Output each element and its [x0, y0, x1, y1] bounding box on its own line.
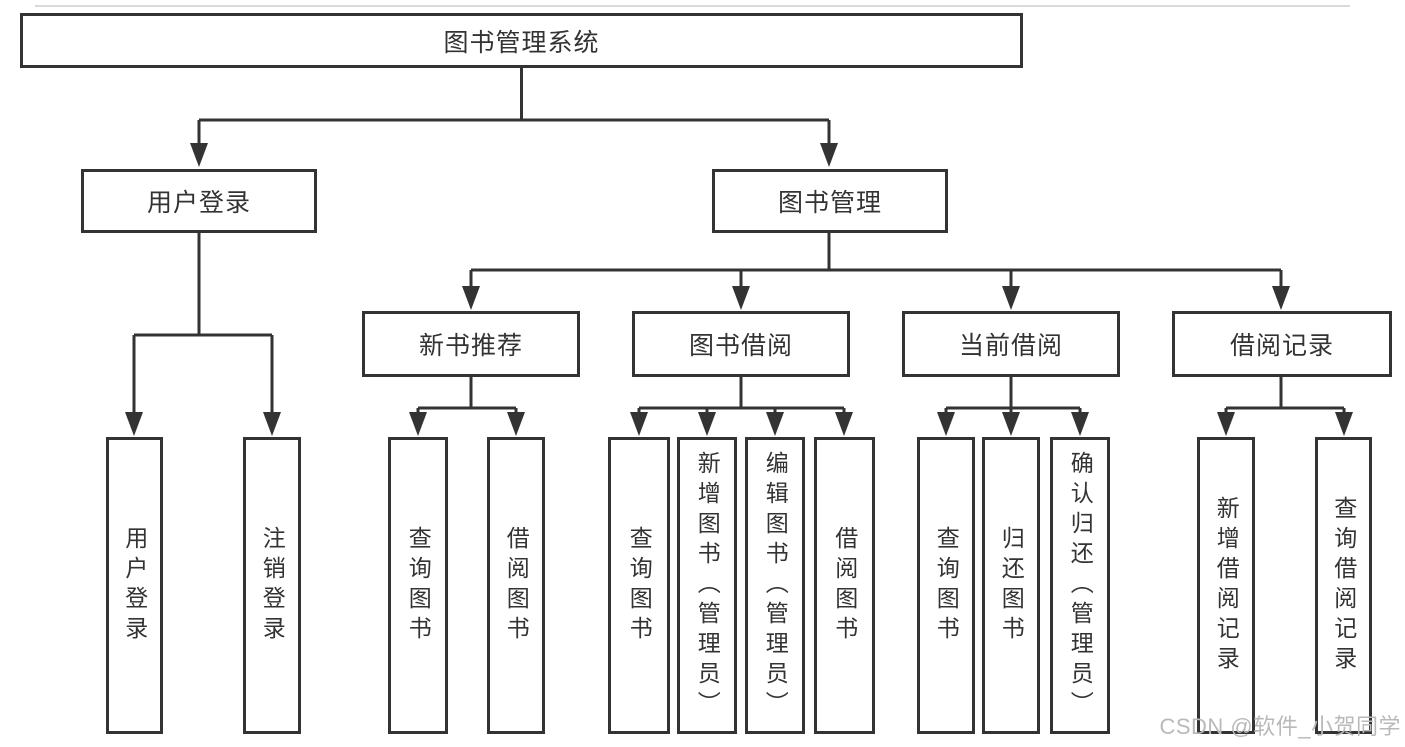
node-label: 图书管理系统: [443, 28, 600, 57]
leaf-label: 查询借阅记录: [1330, 495, 1357, 676]
node-label: 用户登录: [146, 189, 251, 217]
arrow-down-icon: [937, 412, 955, 436]
leaf-label: 新增图书（管理员）: [694, 450, 721, 721]
leaf-query-books-current: 查询图书: [917, 437, 975, 734]
arrow-down-icon: [1071, 412, 1089, 436]
leaf-return-books: 归还图书: [982, 437, 1040, 734]
arrow-down-icon: [125, 412, 143, 436]
node-label: 图书借阅: [688, 332, 793, 360]
arrow-down-icon: [732, 286, 750, 310]
leaf-label: 编辑图书（管理员）: [762, 450, 789, 721]
csdn-watermark: CSDN @软件_小贺同学: [1159, 714, 1401, 739]
leaf-query-borrowing-record: 查询借阅记录: [1315, 437, 1372, 734]
arrow-down-icon: [462, 286, 480, 310]
arrow-down-icon: [1217, 412, 1235, 436]
top-divider: [35, 5, 1350, 7]
arrow-down-icon: [835, 412, 853, 436]
leaf-label: 查询图书: [933, 525, 960, 646]
connector-newbook-to-leaves: [416, 377, 518, 420]
node-borrowing-records: 借阅记录: [1172, 311, 1392, 377]
arrow-down-icon: [409, 412, 427, 436]
connector-userlogin-to-leaves: [132, 233, 274, 420]
node-current-borrowing: 当前借阅: [902, 311, 1120, 377]
node-label: 当前借阅: [958, 332, 1063, 360]
connector-root-to-level1: [197, 68, 831, 152]
leaf-label: 用户登录: [121, 525, 148, 646]
leaf-query-books-recommend: 查询图书: [388, 437, 448, 734]
leaf-add-books-admin: 新增图书（管理员）: [677, 437, 737, 734]
leaf-label: 借阅图书: [503, 525, 530, 646]
arrow-down-icon: [766, 412, 784, 436]
leaf-edit-books-admin: 编辑图书（管理员）: [745, 437, 805, 734]
arrow-down-icon: [1335, 412, 1353, 436]
leaf-user-login: 用户登录: [106, 437, 163, 734]
node-label: 图书管理: [777, 189, 882, 217]
leaf-label: 查询图书: [405, 525, 432, 646]
arrow-down-icon: [507, 412, 525, 436]
node-user-login: 用户登录: [81, 169, 317, 233]
arrow-down-icon: [190, 143, 208, 167]
connector-records-to-leaves: [1224, 377, 1346, 420]
node-new-book-recommendation: 新书推荐: [362, 311, 580, 377]
leaf-borrow-books-borrowing: 借阅图书: [814, 437, 875, 734]
leaf-label: 归还图书: [998, 525, 1025, 646]
node-label: 新书推荐: [418, 332, 523, 360]
node-library-management-system: 图书管理系统: [20, 13, 1023, 68]
leaf-label: 新增借阅记录: [1213, 495, 1240, 676]
arrow-down-icon: [698, 412, 716, 436]
arrow-down-icon: [1002, 286, 1020, 310]
leaf-borrow-books-recommend: 借阅图书: [487, 437, 545, 734]
leaf-label: 注销登录: [259, 525, 286, 646]
leaf-logout: 注销登录: [243, 437, 301, 734]
node-label: 借阅记录: [1229, 332, 1334, 360]
arrow-down-icon: [630, 412, 648, 436]
arrowheads: [125, 143, 1353, 436]
leaf-query-books-borrowing: 查询图书: [608, 437, 670, 734]
leaf-label: 确认归还（管理员）: [1067, 450, 1094, 721]
leaf-label: 查询图书: [626, 525, 653, 646]
arrow-down-icon: [1272, 286, 1290, 310]
leaf-add-borrowing-record: 新增借阅记录: [1197, 437, 1255, 734]
node-book-borrowing: 图书借阅: [632, 311, 850, 377]
arrow-down-icon: [1002, 412, 1020, 436]
connector-tree-lines: [132, 68, 1346, 420]
leaf-label: 借阅图书: [831, 525, 858, 646]
connector-borrowing-to-leaves: [637, 377, 846, 420]
arrow-down-icon: [820, 143, 838, 167]
leaf-confirm-return-admin: 确认归还（管理员）: [1050, 437, 1110, 734]
node-book-management: 图书管理: [712, 169, 948, 233]
arrow-down-icon: [263, 412, 281, 436]
connector-bookmgmt-to-level2: [469, 233, 1283, 294]
